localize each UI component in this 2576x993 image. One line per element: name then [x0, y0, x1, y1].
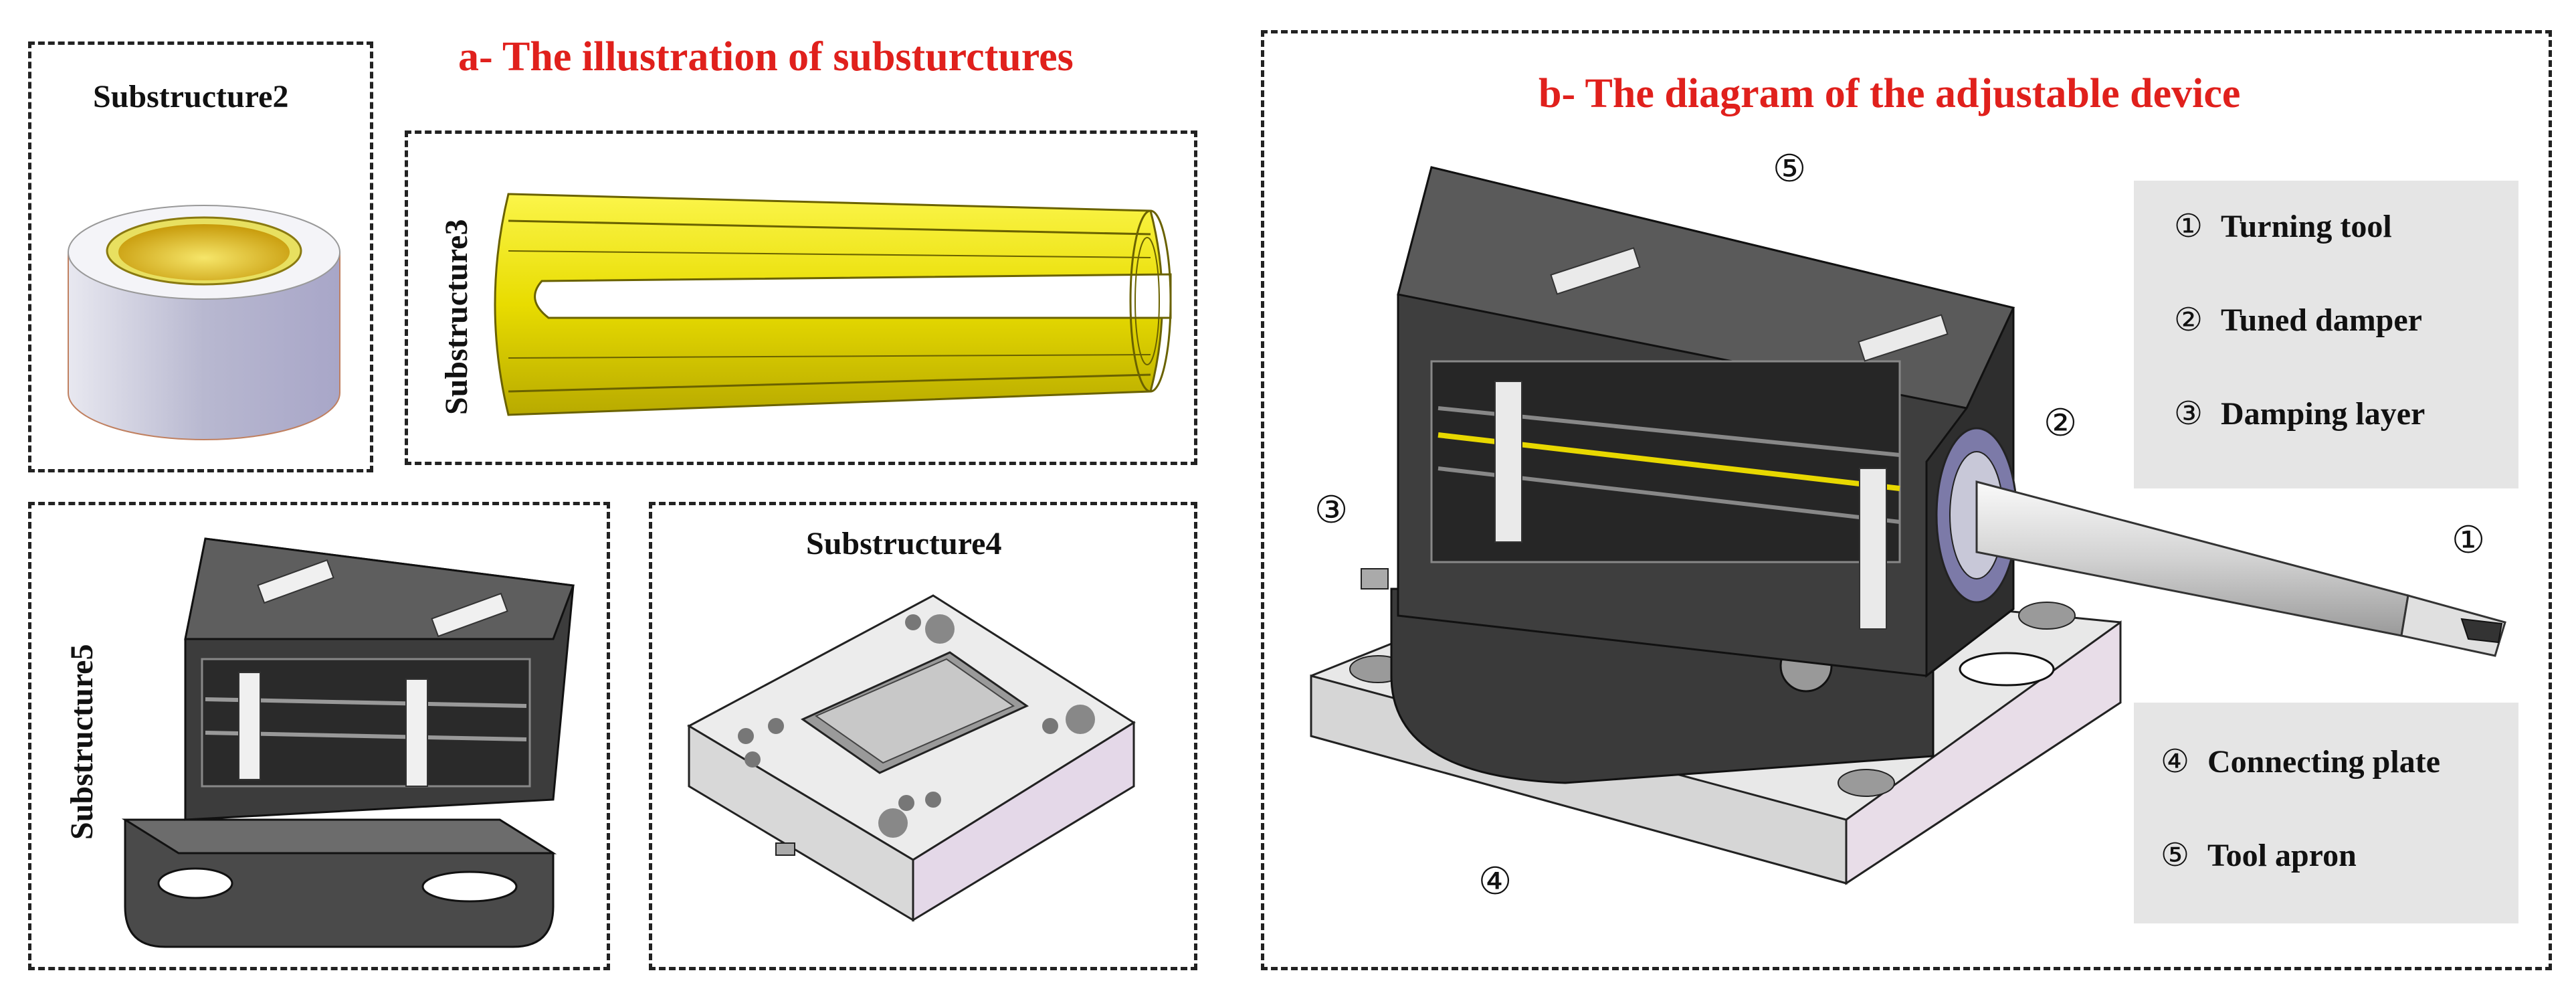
legend-num: ① [2174, 209, 2203, 244]
legend-item-turning-tool: ① Turning tool [2174, 207, 2392, 245]
legend-top: ① Turning tool ② Tuned damper ③ Damping lay… [2134, 181, 2518, 488]
legend-label: Damping layer [2221, 396, 2425, 432]
substructure3-sleeve [494, 193, 1172, 416]
legend-label: Tuned damper [2221, 302, 2422, 338]
callout-5: ⑤ [1773, 147, 1807, 191]
substructure2-frame: Substructure2 [28, 41, 373, 472]
substructure4-frame: Substructure4 [649, 502, 1197, 970]
substructure2-label: Substructure2 [93, 79, 289, 114]
substructure4-connecting-plate [686, 594, 1136, 922]
legend-bottom: ④ Connecting plate ⑤ Tool apron [2134, 703, 2518, 923]
substructure5-tool-apron [121, 537, 575, 948]
panel-a-title: a- The illustration of substurctures [458, 34, 1074, 80]
substructure5-frame: Substructure5 [28, 502, 610, 970]
legend-num: ③ [2174, 396, 2203, 432]
callout-4: ④ [1478, 860, 1512, 903]
callout-2: ② [2044, 401, 2078, 445]
legend-label: Connecting plate [2207, 744, 2440, 780]
legend-item-tuned-damper: ② Tuned damper [2174, 301, 2422, 339]
legend-item-connecting-plate: ④ Connecting plate [2161, 743, 2440, 780]
substructure2-cylinder [68, 205, 340, 440]
legend-num: ④ [2161, 744, 2190, 780]
legend-num: ② [2174, 302, 2203, 338]
legend-item-tool-apron: ⑤ Tool apron [2161, 836, 2357, 874]
legend-item-damping-layer: ③ Damping layer [2174, 395, 2425, 432]
panel-b-frame: b- The diagram of the adjustable device [1261, 30, 2552, 970]
legend-label: Tool apron [2207, 838, 2357, 873]
adjustable-device-assembly [1310, 166, 2506, 885]
substructure4-label: Substructure4 [806, 526, 1002, 561]
panel-b-title: b- The diagram of the adjustable device [1539, 71, 2241, 116]
legend-num: ⑤ [2161, 838, 2190, 873]
callout-1: ① [2452, 519, 2486, 562]
legend-label: Turning tool [2221, 209, 2392, 244]
substructure3-frame: Substructure3 [405, 130, 1197, 465]
callout-3: ③ [1314, 488, 1349, 532]
